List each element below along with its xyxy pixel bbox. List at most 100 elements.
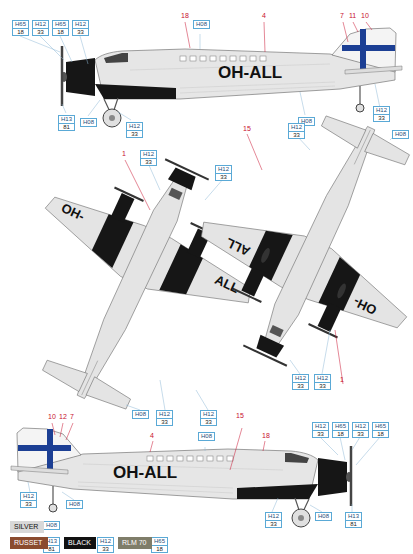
paint-code: H12 xyxy=(353,423,368,430)
legend-text: RLM 70 xyxy=(122,539,147,546)
paint-code: H12 xyxy=(216,166,231,173)
paint-callout-box: H1233 xyxy=(373,106,390,122)
paint-code: H12 xyxy=(374,107,389,114)
paint-code: H08 xyxy=(199,433,214,440)
callout-number: 7 xyxy=(340,12,344,19)
paint-code: H12 xyxy=(293,375,308,382)
paint-callout-box: H6518 xyxy=(52,20,69,36)
paint-code: H12 xyxy=(266,513,281,520)
paint-code: H65 xyxy=(333,423,348,430)
color-number: 81 xyxy=(346,520,361,528)
color-number: 33 xyxy=(201,418,216,426)
color-number: 33 xyxy=(127,130,142,138)
paint-callout-box: H6518 xyxy=(332,422,349,438)
paint-callout-box: H6518 xyxy=(372,422,389,438)
paint-code: H65 xyxy=(13,21,28,28)
paint-callout-box: H1233 xyxy=(312,422,329,438)
callout-number: 11 xyxy=(349,12,356,19)
callout-number: 18 xyxy=(181,12,189,19)
paint-code: H08 xyxy=(316,513,331,520)
side-view-right xyxy=(11,428,352,527)
paint-callout-box: H1233 xyxy=(97,537,114,553)
callout-number: 7 xyxy=(70,413,74,420)
legend-swatch: RUSSET xyxy=(10,537,48,549)
paint-callout-box: H1233 xyxy=(292,374,309,390)
color-number: 18 xyxy=(333,430,348,438)
color-number: 33 xyxy=(21,500,36,508)
side-view-left xyxy=(61,28,402,127)
color-number: 33 xyxy=(73,28,88,36)
paint-code: H08 xyxy=(67,501,82,508)
paint-code: H08 xyxy=(133,411,148,418)
paint-callout-box: H6518 xyxy=(151,537,168,553)
color-number: 81 xyxy=(59,123,74,131)
paint-code: H08 xyxy=(44,522,59,529)
callout-leaders xyxy=(52,22,372,470)
callout-number: 12 xyxy=(59,413,67,420)
paint-callout-box: H1233 xyxy=(288,123,305,139)
paint-code: H12 xyxy=(33,21,48,28)
legend-swatch: BLACK xyxy=(64,537,96,549)
paint-callout-box: H08 xyxy=(66,500,83,509)
color-number: 33 xyxy=(216,173,231,181)
paint-callout-box: H1233 xyxy=(140,150,157,166)
callout-number: 15 xyxy=(236,412,244,419)
paint-callout-box: H1233 xyxy=(265,512,282,528)
paint-callout-box: H1381 xyxy=(58,115,75,131)
paint-code: H12 xyxy=(289,124,304,131)
legend-text: SILVER xyxy=(14,523,38,530)
paint-callout-box: H1233 xyxy=(215,165,232,181)
paint-code: H12 xyxy=(21,493,36,500)
color-number: 33 xyxy=(141,158,156,166)
paint-code: H65 xyxy=(373,423,388,430)
paint-callout-box: H1233 xyxy=(156,410,173,426)
paint-callout-box: H6518 xyxy=(12,20,29,36)
paint-callout-box: H08 xyxy=(132,410,149,419)
color-number: 33 xyxy=(315,382,330,390)
color-number: 18 xyxy=(53,28,68,36)
paint-code: H12 xyxy=(141,151,156,158)
registration-marking: OH-ALL xyxy=(113,464,177,481)
paint-callout-box: H1233 xyxy=(352,422,369,438)
bottom-view xyxy=(164,81,413,403)
color-number: 33 xyxy=(353,430,368,438)
paint-code: H12 xyxy=(98,538,113,545)
legend-swatch: SILVER xyxy=(10,521,44,533)
paint-code: H12 xyxy=(127,123,142,130)
callout-number: 4 xyxy=(262,12,266,19)
paint-code: H12 xyxy=(73,21,88,28)
paint-code: H13 xyxy=(346,513,361,520)
color-number: 33 xyxy=(374,114,389,122)
paint-callout-box: H1233 xyxy=(72,20,89,36)
paint-code: H12 xyxy=(313,423,328,430)
paint-code: H12 xyxy=(201,411,216,418)
paint-callout-box: H1233 xyxy=(20,492,37,508)
paint-code: H65 xyxy=(53,21,68,28)
color-number: 33 xyxy=(98,545,113,553)
paint-callout-box: H08 xyxy=(392,130,409,139)
color-number: 33 xyxy=(293,382,308,390)
paint-callout-box: H1233 xyxy=(126,122,143,138)
callout-number: 18 xyxy=(262,432,270,439)
color-number: 18 xyxy=(152,545,167,553)
legend-text: BLACK xyxy=(68,539,91,546)
legend-text: RUSSET xyxy=(14,539,42,546)
paint-code: H08 xyxy=(194,21,209,28)
callout-number: 1 xyxy=(122,150,126,157)
paint-callout-box: H1381 xyxy=(345,512,362,528)
paint-code: H13 xyxy=(59,116,74,123)
leader-lines xyxy=(20,34,400,512)
paint-callout-box: H08 xyxy=(198,432,215,441)
callout-number: 15 xyxy=(243,125,251,132)
color-number: 33 xyxy=(266,520,281,528)
color-number: 18 xyxy=(373,430,388,438)
paint-code: H08 xyxy=(81,119,96,126)
paint-callout-box: H08 xyxy=(80,118,97,127)
paint-callout-box: H08 xyxy=(315,512,332,521)
color-number: 33 xyxy=(157,418,172,426)
paint-callout-box: H08 xyxy=(43,521,60,530)
paint-callout-box: H1233 xyxy=(32,20,49,36)
color-number: 33 xyxy=(33,28,48,36)
paint-code: H12 xyxy=(315,375,330,382)
